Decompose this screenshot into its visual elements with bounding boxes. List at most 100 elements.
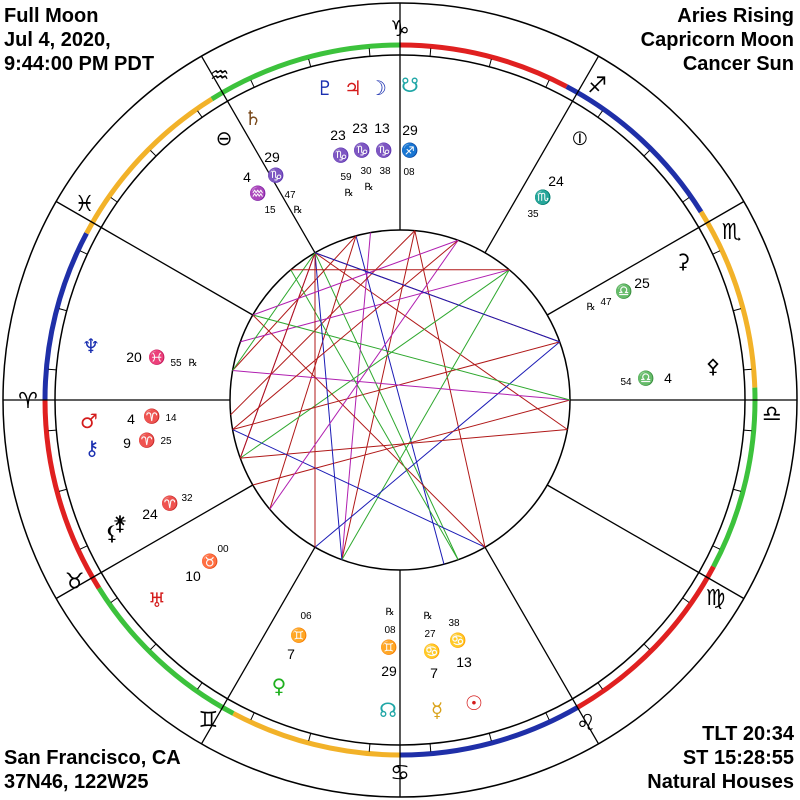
aspect-line <box>232 341 560 431</box>
chart-summary: Aries Rising Capricorn Moon Cancer Sun <box>641 4 794 76</box>
element-arc-air <box>232 711 401 758</box>
ceres-minutes: 47 <box>600 297 612 308</box>
sidereal-time: ST 15:28:55 <box>682 747 794 769</box>
north-node-minutes: 08 <box>384 625 396 636</box>
moon-sign-glyph: ♑ <box>375 142 392 159</box>
pallas-degree: 4 <box>664 370 672 386</box>
local-time: TLT 20:34 <box>702 723 794 745</box>
aspect-line <box>240 429 568 459</box>
aspect-line <box>232 252 316 371</box>
south-node-glyph: ☋ <box>401 73 419 97</box>
uranus-glyph: ♅ <box>148 588 166 612</box>
mars-sign: ♈ <box>143 408 160 425</box>
element-arc-water <box>42 232 89 401</box>
degree-tick <box>545 712 550 721</box>
aspect-line <box>239 269 510 459</box>
degree-tick <box>429 48 432 57</box>
degree-tick <box>488 58 492 67</box>
jupiter-retrograde: ℞ <box>365 182 374 193</box>
element-arc-earth <box>96 586 235 716</box>
house-cusp-line <box>484 100 574 254</box>
sign-cusp-line <box>698 200 745 229</box>
aspect-line <box>269 239 459 510</box>
venus-glyph: ♀ <box>272 674 287 698</box>
degree-tick <box>712 250 721 255</box>
aspect-line <box>355 235 445 565</box>
element-arc-earth <box>711 387 758 568</box>
vertex-glyph: ⦶ <box>573 126 588 150</box>
degree-tick <box>308 733 312 742</box>
saturn-sign: ♑ <box>267 167 284 184</box>
degree-tick <box>597 682 603 690</box>
sign-cusp-line <box>698 571 745 600</box>
house-cusp-line <box>546 226 700 316</box>
aspect-line <box>269 235 357 510</box>
pluto-degree: 23 <box>330 127 346 143</box>
location-name: San Francisco, CA <box>4 747 181 769</box>
mars-minutes: 14 <box>165 413 177 424</box>
sign-aries-glyph: ♈ <box>18 389 38 414</box>
venus-degree: 7 <box>287 646 295 662</box>
degree-tick <box>58 308 67 312</box>
moon-degree: 13 <box>374 120 390 136</box>
house-cusp-line <box>484 546 574 700</box>
venus-sign: ♊ <box>290 627 307 644</box>
degree-tick <box>197 682 203 690</box>
house-cusp-line <box>546 484 700 574</box>
pluto-retrograde: ℞ <box>345 188 354 199</box>
pallas-glyph: ⚴ <box>706 354 721 378</box>
sign-scorpio-glyph: ♏ <box>722 220 742 245</box>
element-arc-fire <box>399 42 568 89</box>
aspect-line <box>252 314 486 548</box>
pallas-minutes: 54 <box>620 377 632 388</box>
sign-cusp-line <box>200 698 229 745</box>
element-arc-air <box>84 96 214 235</box>
mercury-glyph: ☿ <box>431 698 443 722</box>
neptune-sign: ♓ <box>148 349 165 366</box>
degree-tick <box>150 150 157 157</box>
moon-minutes: 38 <box>379 166 391 177</box>
degree-tick <box>429 743 432 752</box>
aspect-line <box>314 252 560 343</box>
degree-tick <box>733 308 742 312</box>
degree-tick <box>733 488 742 492</box>
element-arc-air <box>698 210 758 388</box>
aspect-line <box>240 269 510 343</box>
mars-glyph: ♂ <box>80 409 98 433</box>
sign-cusp-line <box>200 55 229 102</box>
degree-tick <box>197 110 203 118</box>
jupiter-glyph: ♃ <box>344 76 362 100</box>
aspect-line <box>232 369 571 401</box>
degree-tick <box>79 250 88 255</box>
house-system: Natural Houses <box>647 771 794 793</box>
south-node-sign: ♐ <box>401 142 418 159</box>
saturn-minutes: 47 <box>284 190 296 201</box>
lilith-degree: 10 <box>185 568 201 584</box>
moon-sign: Capricorn Moon <box>640 29 794 51</box>
mercury-minutes: 27 <box>424 629 436 640</box>
degree-tick <box>150 643 157 650</box>
rising-sign: Aries Rising <box>677 5 794 27</box>
degree-tick <box>643 643 650 650</box>
house-cusp-line <box>226 546 316 700</box>
sign-capricorn-glyph: ♑ <box>390 17 410 42</box>
sign-cusp-line <box>55 571 102 600</box>
event-date: Jul 4, 2020, <box>4 29 111 51</box>
element-arc-fire <box>42 399 102 590</box>
saturn-glyph: ♄ <box>244 106 262 130</box>
aspect-line <box>290 269 459 560</box>
degree-tick <box>308 58 312 67</box>
aspect-line <box>232 429 486 548</box>
aspect-line <box>314 341 561 548</box>
aspect-line <box>252 399 571 486</box>
venus-minutes: 06 <box>300 611 312 622</box>
aspect-line <box>341 269 510 560</box>
sign-sagittarius-glyph: ♐ <box>587 74 607 99</box>
degree-tick <box>488 733 492 742</box>
aspect-line <box>314 252 343 560</box>
mercury-sign: ♋ <box>423 643 440 660</box>
neptune-glyph: ♆ <box>82 334 100 358</box>
sign-taurus-glyph: ♉ <box>65 569 85 594</box>
chiron-degree: 9 <box>123 435 131 451</box>
south-node-degree: 29 <box>402 122 418 138</box>
